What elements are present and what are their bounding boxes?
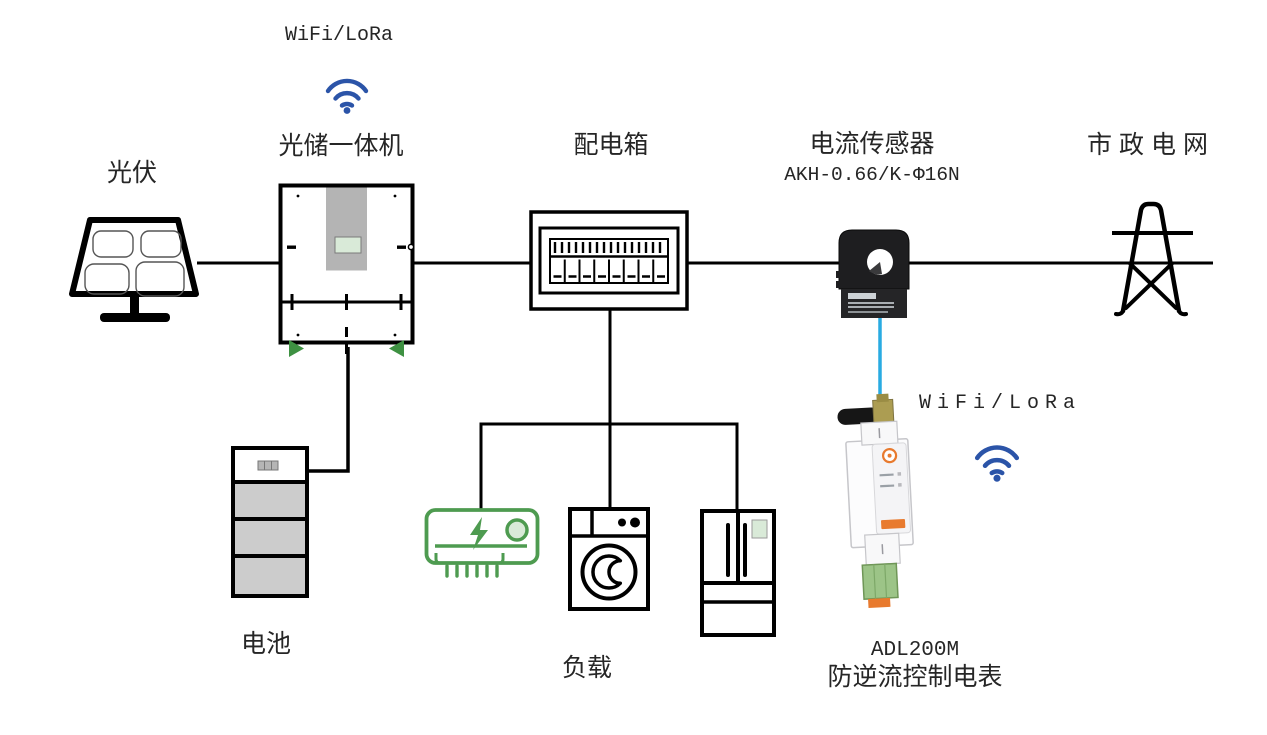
battery-indicator: [257, 460, 279, 471]
inverter-screen: [334, 236, 362, 254]
bolt-icon: [470, 517, 488, 550]
breaker-comb: [553, 242, 662, 253]
inverter-icon: [278, 183, 415, 359]
fridge-magnet: [751, 519, 768, 539]
wifi-icon: [974, 445, 1020, 482]
refrigerator-icon: [700, 509, 776, 637]
air-conditioner-icon: [424, 508, 540, 578]
inverter-foot-right: [389, 340, 404, 357]
inverter-label: 光储一体机: [278, 133, 404, 160]
meter-name-label: 防逆流控制电表: [827, 664, 1003, 691]
meter-model-label: ADL200M: [870, 639, 960, 662]
solar-panel-icon: [69, 217, 199, 322]
energy-meter-icon: [837, 393, 914, 608]
ct-name-label: 电流传感器: [809, 131, 935, 158]
tower-bracing: [1124, 261, 1178, 310]
inverter-foot-left: [289, 340, 304, 357]
wifi-icon: [325, 78, 369, 114]
battery-label: 电池: [240, 631, 292, 658]
pv-label: 光伏: [106, 160, 158, 187]
wifi-right-label: WiFi/LoRa: [918, 392, 1082, 415]
distribution-box-icon: [529, 210, 689, 311]
current-sensor-icon: [836, 229, 910, 318]
wifi-top-label: WiFi/LoRa: [284, 24, 394, 47]
meter-brand-label: [880, 518, 906, 530]
grid-tower-icon: [1112, 201, 1193, 317]
washer-knob-large: [630, 517, 640, 528]
washer-knob-small: [618, 518, 626, 527]
distribution-label: 配电箱: [573, 132, 649, 159]
ac-vent-fins: [445, 564, 499, 578]
breaker-dividers: [563, 259, 655, 283]
washing-machine-icon: [568, 507, 650, 611]
battery-icon: [231, 446, 309, 598]
meter-antenna: [837, 407, 880, 425]
inverter-panel-strip: [326, 187, 367, 271]
grid-label: 市政电网: [1086, 132, 1216, 159]
ct-model-label: AKH-0.66/K-Φ16N: [784, 164, 960, 186]
panel-base: [100, 313, 170, 322]
panel-stand: [130, 294, 139, 316]
load-label: 负载: [561, 655, 613, 682]
meter-terminal-block: [861, 562, 899, 600]
battery-wire: [305, 347, 350, 473]
ct-label: [848, 293, 876, 299]
